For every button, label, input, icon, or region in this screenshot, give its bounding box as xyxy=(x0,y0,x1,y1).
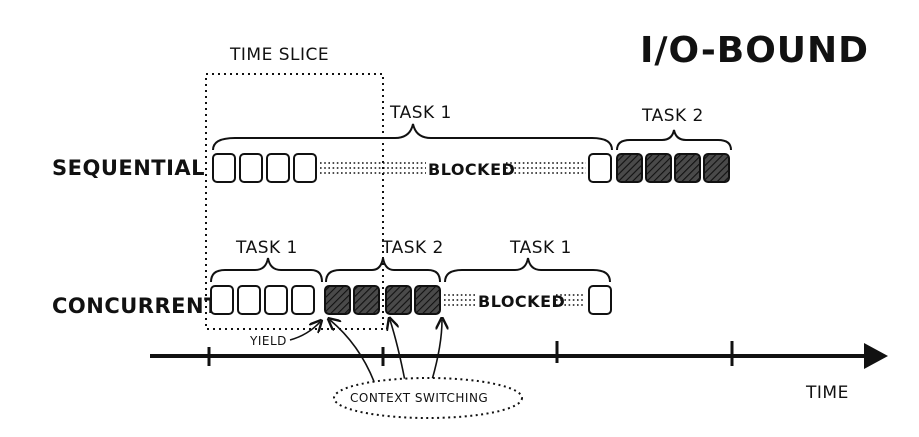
seq-task2-label: TASK 2 xyxy=(641,106,704,126)
conc-task2-block xyxy=(324,285,351,315)
row-label-sequential: SEQUENTIAL xyxy=(52,156,205,180)
seq-task2-block xyxy=(616,153,643,183)
conc-task1-block xyxy=(210,285,234,315)
time-slice-label: TIME SLICE xyxy=(229,45,329,65)
conc-task1a-label: TASK 1 xyxy=(235,238,298,258)
seq-task2-brace xyxy=(616,129,732,151)
conc-task2-block xyxy=(385,285,412,315)
diagram-title: I/O-BOUND xyxy=(640,30,869,71)
context-switching-bubble xyxy=(333,377,523,419)
seq-task1-brace xyxy=(212,123,613,151)
seq-task1-block xyxy=(266,153,290,183)
conc-task2-block xyxy=(353,285,380,315)
seq-task2-block xyxy=(645,153,672,183)
yield-arrow xyxy=(289,322,320,341)
conc-task1-block xyxy=(237,285,261,315)
time-axis-label: TIME xyxy=(805,383,849,403)
row-label-concurrent: CONCURRENT xyxy=(52,294,219,318)
conc-task1-block xyxy=(588,285,612,315)
seq-blocked-label: BLOCKED xyxy=(428,160,515,179)
conc-task2-block xyxy=(414,285,441,315)
seq-blocked-strip xyxy=(320,162,586,174)
context-switching-label: CONTEXT SWITCHING xyxy=(350,391,488,405)
time-axis-arrowhead xyxy=(864,343,888,369)
seq-task2-block xyxy=(703,153,730,183)
seq-task2-block xyxy=(674,153,701,183)
conc-task1b-brace xyxy=(444,257,611,283)
conc-task2-label: TASK 2 xyxy=(381,238,444,258)
seq-task1-block xyxy=(588,153,612,183)
context-switch-arrows xyxy=(330,320,442,385)
conc-task1a-brace xyxy=(210,257,323,283)
seq-task1-label: TASK 1 xyxy=(389,103,452,123)
conc-blocked-strip xyxy=(444,294,585,306)
conc-task1-block xyxy=(264,285,288,315)
conc-task1b-label: TASK 1 xyxy=(509,238,572,258)
seq-task1-block xyxy=(239,153,263,183)
seq-task1-block xyxy=(293,153,317,183)
seq-task1-block xyxy=(212,153,236,183)
conc-blocked-label: BLOCKED xyxy=(478,292,565,311)
yield-label: YIELD xyxy=(249,334,287,348)
conc-task1-block xyxy=(291,285,315,315)
conc-task2-brace xyxy=(325,257,441,283)
